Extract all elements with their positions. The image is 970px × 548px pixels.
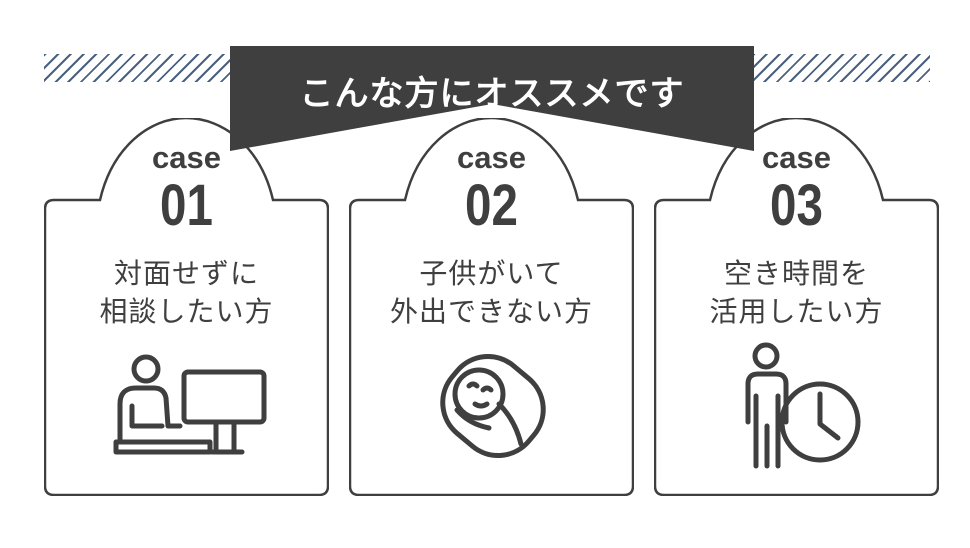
case-number: 02 xyxy=(465,173,518,238)
case-label: case xyxy=(457,140,526,175)
decorative-stripes-right xyxy=(740,54,930,82)
person-with-clock-icon xyxy=(745,342,861,469)
card-outline xyxy=(349,118,634,496)
decorative-stripes-left xyxy=(44,54,244,82)
description-line-2: 外出できない方 xyxy=(389,295,593,328)
person-at-computer-icon xyxy=(113,354,267,455)
case-card-2: case 02 子供がいて 外出できない方 xyxy=(349,118,634,496)
case-label: case xyxy=(762,140,831,175)
banner-title: こんな方にオススメです xyxy=(299,74,685,114)
card-outline xyxy=(654,118,939,496)
case-description: 対面せずに 相談したい方 xyxy=(44,255,329,331)
description-line-1: 子供がいて xyxy=(419,257,564,290)
description-line-2: 活用したい方 xyxy=(709,295,884,328)
banner-shape xyxy=(230,46,754,151)
case-description: 空き時間を 活用したい方 xyxy=(654,255,939,331)
card-outline xyxy=(44,118,329,496)
swaddled-baby-icon xyxy=(440,354,546,458)
case-card-3: case 03 空き時間を 活用したい方 xyxy=(654,118,939,496)
description-line-1: 対面せずに xyxy=(113,257,259,290)
title-banner: こんな方にオススメです xyxy=(230,46,754,151)
case-number: 01 xyxy=(160,173,213,238)
case-description: 子供がいて 外出できない方 xyxy=(349,255,634,331)
description-line-1: 空き時間を xyxy=(723,257,869,290)
case-card-1: case 01 対面せずに 相談したい方 xyxy=(44,118,329,496)
case-label: case xyxy=(152,140,221,175)
description-line-2: 相談したい方 xyxy=(99,295,274,328)
case-number: 03 xyxy=(770,173,823,238)
